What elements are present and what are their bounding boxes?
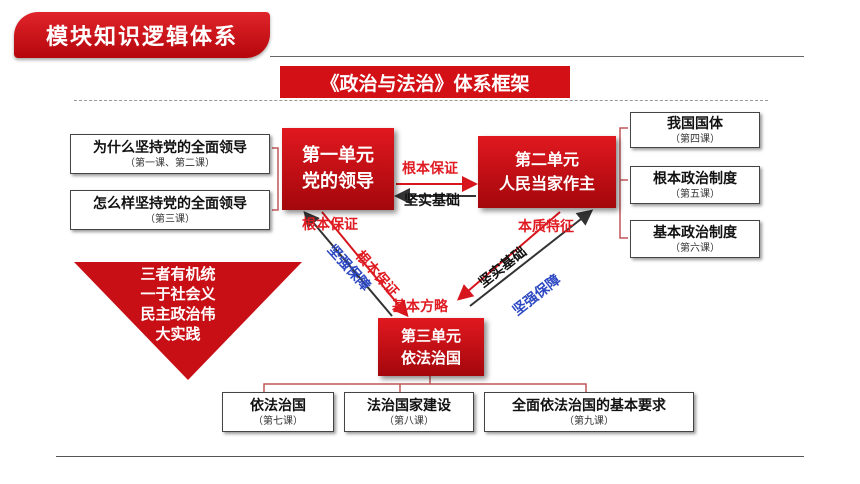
right-box-fundamental-system-title: 根本政治制度 — [653, 170, 737, 187]
relation-top-red: 根本保证 — [402, 161, 458, 177]
right-box-fundamental-system-sub: （第五课） — [670, 188, 720, 200]
unit2-line1: 第二单元 — [514, 150, 579, 169]
triangle-line-3: 民主政治伟 — [140, 305, 216, 323]
triangle-line-4: 大实践 — [155, 325, 201, 343]
right-box-basic-system-sub: （第六课） — [670, 242, 720, 254]
left-box-why-title: 为什么坚持党的全面领导 — [93, 139, 247, 156]
header-divider — [270, 56, 804, 57]
left-box-why: 为什么坚持党的全面领导 （第一课、第二课） — [70, 134, 270, 174]
unit3-line2: 依法治国 — [400, 349, 461, 367]
unit2-line2: 人民当家作主 — [498, 174, 595, 193]
arrow-unit2-to-unit3 — [456, 211, 561, 301]
relation-center-red: 基本方略 — [392, 299, 448, 315]
right-box-fundamental-system: 根本政治制度 （第五课） — [630, 166, 760, 204]
arrow-unit1-to-unit3 — [321, 211, 409, 318]
triangle-shape — [74, 262, 302, 380]
arrow-unit3-to-unit1 — [303, 210, 393, 317]
triangle-line-2: 一于社会义 — [140, 285, 216, 303]
left-box-how-title: 怎么样坚持党的全面领导 — [93, 195, 247, 212]
footer-divider — [56, 456, 804, 457]
right-box-state-system-title: 我国国体 — [667, 115, 723, 132]
relation-right-red: 本质特征 — [518, 219, 574, 235]
arrow-unit3-to-unit2 — [469, 209, 594, 307]
unit2-box: 第二单元 人民当家作主 — [478, 136, 616, 208]
frame-title: 《政治与法治》体系框架 — [280, 66, 570, 98]
bottom-box-law-state-sub: （第八课） — [384, 415, 434, 427]
bottom-box-rule-of-law-sub: （第七课） — [253, 415, 303, 427]
unit1-line1: 第一单元 — [302, 145, 374, 166]
right-bracket — [619, 127, 628, 239]
left-box-how-sub: （第三课） — [145, 213, 195, 225]
unit1-box: 第一单元 党的领导 — [282, 128, 394, 210]
triangle-line-1: 三者有机统 — [140, 265, 216, 283]
bottom-box-law-state: 法治国家建设 （第八课） — [344, 392, 474, 432]
triangle-text: 三者有机统 一于社会义 民主政治伟 大实践 — [106, 264, 250, 344]
right-box-basic-system-title: 基本政治制度 — [653, 224, 737, 241]
left-bracket — [272, 147, 279, 211]
relation-left-red-1: 根本保证 — [302, 217, 358, 233]
left-box-how: 怎么样坚持党的全面领导 （第三课） — [70, 190, 270, 230]
relation-top-black: 坚实基础 — [404, 193, 460, 209]
bottom-box-requirements: 全面依法治国的基本要求 （第九课） — [484, 392, 694, 432]
right-box-state-system-sub: （第四课） — [670, 133, 720, 145]
bottom-box-rule-of-law-title: 依法治国 — [250, 397, 306, 414]
bottom-bracket — [263, 383, 587, 392]
module-title: 模块知识逻辑体系 — [14, 12, 270, 58]
bottom-box-rule-of-law: 依法治国 （第七课） — [222, 392, 334, 432]
left-box-why-sub: （第一课、第二课） — [125, 157, 215, 169]
right-box-state-system: 我国国体 （第四课） — [630, 112, 760, 148]
unit1-line2: 党的领导 — [302, 171, 374, 192]
bottom-box-law-state-title: 法治国家建设 — [367, 397, 451, 414]
bottom-box-requirements-sub: （第九课） — [564, 415, 614, 427]
unit3-line1: 第三单元 — [400, 327, 461, 345]
dashed-divider — [74, 100, 768, 101]
right-box-basic-system: 基本政治制度 （第六课） — [630, 220, 760, 258]
unit3-box: 第三单元 依法治国 — [378, 318, 484, 376]
bottom-box-requirements-title: 全面依法治国的基本要求 — [512, 397, 666, 414]
